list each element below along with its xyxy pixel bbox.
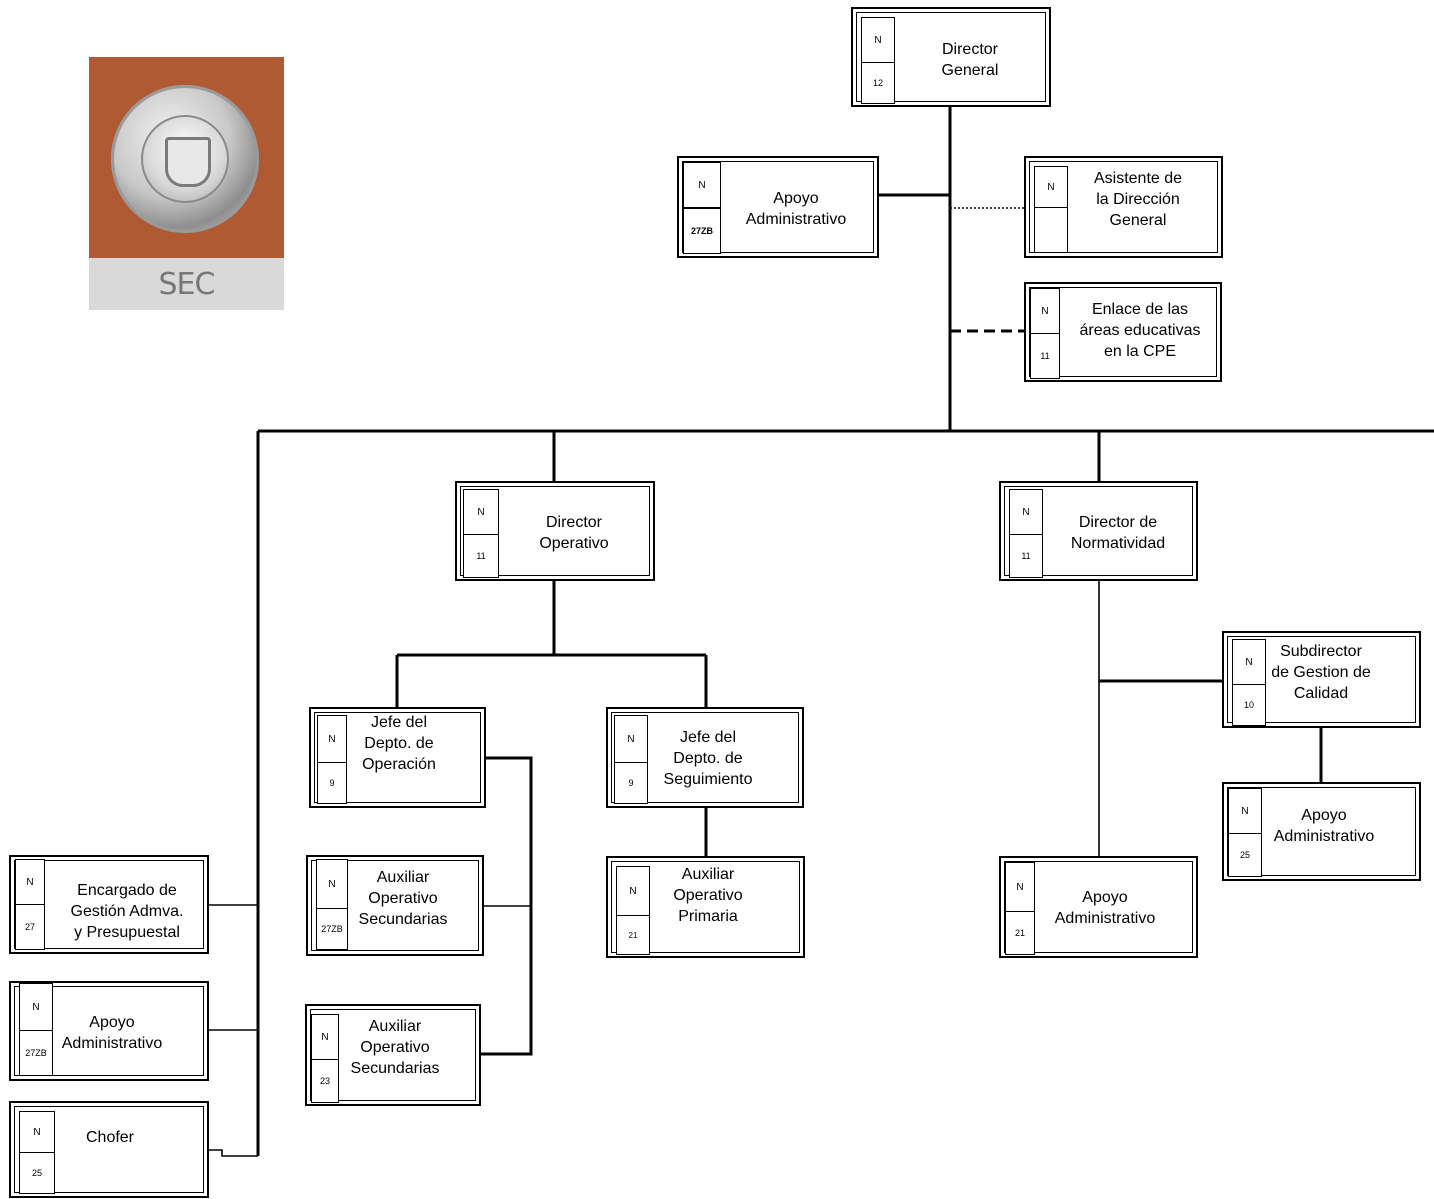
position-title: Encargado de Gestión Admva. y Presupuest… bbox=[70, 881, 184, 941]
box-inner-border bbox=[1029, 287, 1217, 377]
level-cell: 27 bbox=[15, 904, 45, 950]
tag-cell: N bbox=[616, 866, 650, 916]
level-cell: 21 bbox=[616, 915, 650, 955]
position-title: Director Operativo bbox=[539, 514, 609, 552]
box-inner-border bbox=[1227, 636, 1416, 723]
box-director-general: N 12 Director General bbox=[851, 7, 1051, 107]
logo-caption: SEC bbox=[89, 258, 284, 310]
box-asistente-direccion-general: N Asistente de la Dirección General bbox=[1024, 156, 1223, 258]
tag-cell: N bbox=[683, 162, 721, 208]
box-inner-border bbox=[1227, 787, 1416, 876]
box-apoyo-administrativo-izq: N 27ZB Apoyo Administrativo bbox=[9, 981, 209, 1081]
position-title: Apoyo Administrativo bbox=[745, 190, 847, 228]
box-apoyo-administrativo-calidad: N 25 Apoyo Administrativo bbox=[1222, 782, 1421, 881]
level-cell: 23 bbox=[311, 1059, 339, 1103]
tag-cell: N bbox=[311, 1014, 339, 1060]
box-inner-border bbox=[314, 712, 481, 803]
box-director-normatividad: N 11 Director de Normatividad bbox=[999, 481, 1198, 581]
tag-cell: N bbox=[1228, 788, 1262, 834]
box-inner-border bbox=[611, 712, 799, 803]
level-cell bbox=[1034, 207, 1068, 253]
box-encargado-gestion-admva: N 27 Encargado de Gestión Admva. y Presu… bbox=[9, 855, 209, 954]
box-subdirector-gestion-calidad: N 10 Subdirector de Gestion de Calidad bbox=[1222, 631, 1421, 728]
tag-cell: N bbox=[19, 983, 53, 1031]
sec-logo: SEC bbox=[89, 57, 284, 310]
position-title: Auxiliar Operativo Secundarias bbox=[358, 868, 448, 928]
position-title: Apoyo Administrativo bbox=[61, 1014, 163, 1052]
box-inner-border bbox=[1029, 161, 1218, 253]
level-cell: 27ZB bbox=[316, 908, 348, 950]
logo-text: SEC bbox=[158, 266, 216, 302]
position-title: Enlace de las áreas educativas en la CPE bbox=[1079, 300, 1201, 360]
position-title: Auxiliar Operativo Primaria bbox=[673, 865, 743, 925]
box-inner-border bbox=[1004, 486, 1193, 576]
level-cell: 11 bbox=[1030, 333, 1060, 379]
box-inner-border bbox=[611, 861, 800, 953]
level-cell: 27ZB bbox=[683, 208, 721, 254]
logo-background bbox=[89, 57, 284, 258]
box-auxiliar-operativo-secundarias-2: N 23 Auxiliar Operativo Secundarias bbox=[305, 1004, 481, 1106]
position-title: Director General bbox=[941, 41, 999, 79]
box-apoyo-administrativo-normatividad: N 21 Apoyo Administrativo bbox=[999, 856, 1198, 958]
tag-cell: N bbox=[19, 1111, 55, 1153]
position-title: Chofer bbox=[85, 1128, 135, 1146]
box-director-operativo: N 11 Director Operativo bbox=[455, 481, 655, 581]
tag-cell: N bbox=[317, 715, 347, 763]
level-cell: 11 bbox=[1009, 534, 1043, 578]
position-title: Apoyo Administrativo bbox=[1273, 807, 1375, 845]
box-inner-border bbox=[14, 1106, 204, 1193]
seal-center bbox=[141, 115, 229, 203]
level-cell: 9 bbox=[614, 762, 648, 804]
level-cell: 9 bbox=[317, 762, 347, 804]
level-cell: 27ZB bbox=[19, 1030, 53, 1076]
tag-cell: N bbox=[1034, 166, 1068, 208]
tag-cell: N bbox=[316, 859, 348, 909]
level-cell: 12 bbox=[861, 62, 895, 104]
box-inner-border bbox=[14, 860, 204, 949]
tag-cell: N bbox=[1030, 288, 1060, 334]
box-jefe-depto-seguimiento: N 9 Jefe del Depto. de Seguimiento bbox=[606, 707, 804, 808]
box-jefe-depto-operacion: N 9 Jefe del Depto. de Operación bbox=[309, 707, 486, 808]
tag-cell: N bbox=[1009, 489, 1043, 535]
tag-cell: N bbox=[15, 859, 45, 905]
tag-cell: N bbox=[1005, 862, 1035, 912]
box-inner-border bbox=[14, 986, 204, 1076]
box-inner-border bbox=[311, 860, 479, 951]
tag-cell: N bbox=[463, 489, 499, 535]
box-chofer: N 25 Chofer bbox=[9, 1101, 209, 1198]
box-auxiliar-operativo-secundarias-1: N 27ZB Auxiliar Operativo Secundarias bbox=[306, 855, 484, 956]
position-title: Apoyo Administrativo bbox=[1054, 889, 1156, 927]
box-apoyo-administrativo-dg: N 27ZB Apoyo Administrativo bbox=[677, 156, 879, 258]
tag-cell: N bbox=[1232, 639, 1266, 685]
position-title: Asistente de la Dirección General bbox=[1093, 169, 1183, 229]
level-cell: 21 bbox=[1005, 911, 1035, 955]
box-inner-border bbox=[856, 12, 1046, 102]
tag-cell: N bbox=[614, 715, 648, 763]
box-inner-border bbox=[1004, 861, 1193, 953]
level-cell: 11 bbox=[463, 534, 499, 578]
position-title: Jefe del Depto. de Operación bbox=[362, 713, 436, 773]
shield-icon bbox=[165, 137, 211, 187]
box-inner-border bbox=[460, 486, 650, 576]
position-title: Auxiliar Operativo Secundarias bbox=[350, 1017, 440, 1077]
box-inner-border bbox=[310, 1009, 476, 1101]
box-inner-border bbox=[682, 161, 874, 253]
tag-cell: N bbox=[861, 17, 895, 63]
level-cell: 25 bbox=[19, 1152, 55, 1194]
position-title: Subdirector de Gestion de Calidad bbox=[1271, 642, 1371, 702]
level-cell: 10 bbox=[1232, 684, 1266, 726]
box-auxiliar-operativo-primaria: N 21 Auxiliar Operativo Primaria bbox=[606, 856, 805, 958]
box-enlace-areas-educativas: N 11 Enlace de las áreas educativas en l… bbox=[1024, 282, 1222, 382]
state-seal-icon bbox=[111, 85, 259, 233]
position-title: Director de Normatividad bbox=[1070, 514, 1166, 552]
level-cell: 25 bbox=[1228, 833, 1262, 877]
position-title: Jefe del Depto. de Seguimiento bbox=[663, 728, 753, 788]
